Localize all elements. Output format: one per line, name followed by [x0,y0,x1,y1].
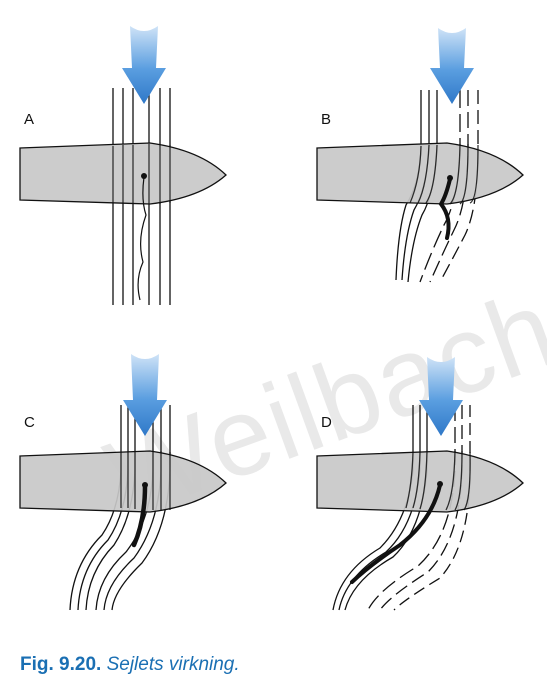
panel-label-a: A [24,111,34,128]
panel-b: B [316,28,524,283]
panel-c: C [19,354,227,611]
wind-arrow-a [122,26,166,104]
hull-c [19,450,227,513]
figure-number: Fig. 9.20. [20,654,102,675]
panel-a: A [19,26,227,305]
wind-arrow-c [123,354,167,436]
panel-label-d: D [321,414,332,431]
mast-b [447,175,453,181]
panel-label-c: C [24,414,35,431]
panel-label-b: B [321,111,331,128]
sail-b [438,177,452,240]
figure-caption: Fig. 9.20. Sejlets virkning. [20,654,240,676]
sail-c [131,483,148,548]
sail-d [350,483,442,584]
mast-a [141,173,147,179]
mast-d [437,481,443,487]
sail-a [137,176,147,301]
wind-arrow-b [430,28,474,104]
mast-c [142,482,148,488]
panel-d: D [316,357,524,611]
hull-b [316,142,524,205]
figure-caption-text: Sejlets virkning. [106,654,240,675]
wind-arrow-d [419,357,463,436]
